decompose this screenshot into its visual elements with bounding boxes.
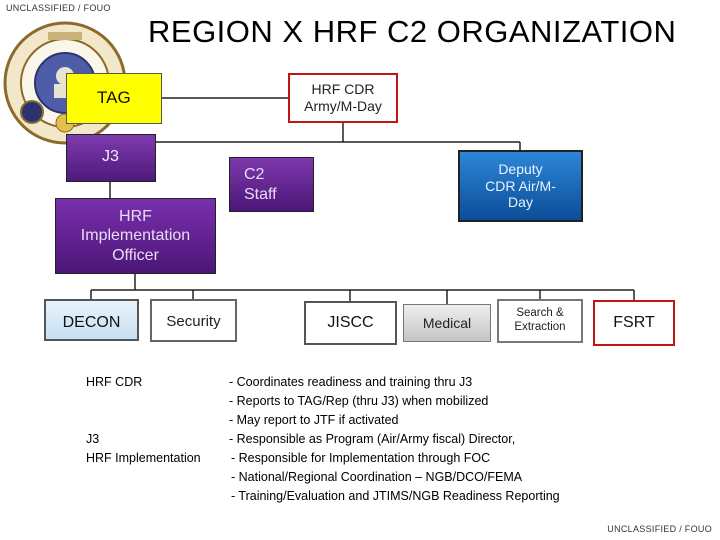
hrf-cdr-line1: HRF CDR <box>311 81 375 98</box>
deputy-cdr-box: Deputy CDR Air/M- Day <box>458 150 583 222</box>
page-title: REGION X HRF C2 ORGANIZATION <box>148 14 677 49</box>
note-line: - Training/Evaluation and JTIMS/NGB Read… <box>231 489 560 503</box>
hio-line2: Implementation <box>80 227 191 245</box>
note-label-hrf-cdr: HRF CDR <box>86 375 143 389</box>
note-label-hrf-implementation: HRF Implementation <box>86 451 201 465</box>
classification-top: UNCLASSIFIED / FOUO <box>6 3 111 13</box>
c2-staff-line2: Staff <box>244 185 277 203</box>
deputy-line2: CDR Air/M- <box>485 177 556 194</box>
note-label-j3: J3 <box>86 432 100 446</box>
search-line2: Extraction <box>514 321 566 333</box>
hio-line1: HRF <box>119 208 152 226</box>
deputy-line1: Deputy <box>498 160 543 177</box>
fsrt-box: FSRT <box>593 300 675 346</box>
note-line: - Responsible for Implementation through… <box>231 451 491 465</box>
tag-box: TAG <box>66 73 162 124</box>
classification-bottom: UNCLASSIFIED / FOUO <box>607 524 712 534</box>
note-line: - Reports to TAG/Rep (thru J3) when mobi… <box>229 394 489 408</box>
note-line: - May report to JTF if activated <box>229 413 399 427</box>
security-box: Security <box>150 299 237 342</box>
jiscc-box: JISCC <box>304 301 397 345</box>
j3-box: J3 <box>66 134 156 182</box>
deputy-line3: Day <box>508 194 533 211</box>
search-extraction-box: Search & Extraction <box>497 299 583 343</box>
c2-staff-box: C2 Staff <box>229 157 314 212</box>
hrf-cdr-box: HRF CDR Army/M-Day <box>288 73 398 123</box>
medical-box: Medical <box>403 304 491 342</box>
search-line1: Search & <box>516 307 564 320</box>
hio-line3: Officer <box>112 246 159 264</box>
note-line: - National/Regional Coordination – NGB/D… <box>231 470 523 484</box>
hrf-cdr-line2: Army/M-Day <box>304 98 382 114</box>
note-line: - Responsible as Program (Air/Army fisca… <box>229 432 516 446</box>
decon-box: DECON <box>44 299 139 341</box>
note-line: - Coordinates readiness and training thr… <box>229 375 473 389</box>
c2-staff-line1: C2 <box>244 166 265 184</box>
hrf-implementation-officer-box: HRF Implementation Officer <box>55 198 216 274</box>
